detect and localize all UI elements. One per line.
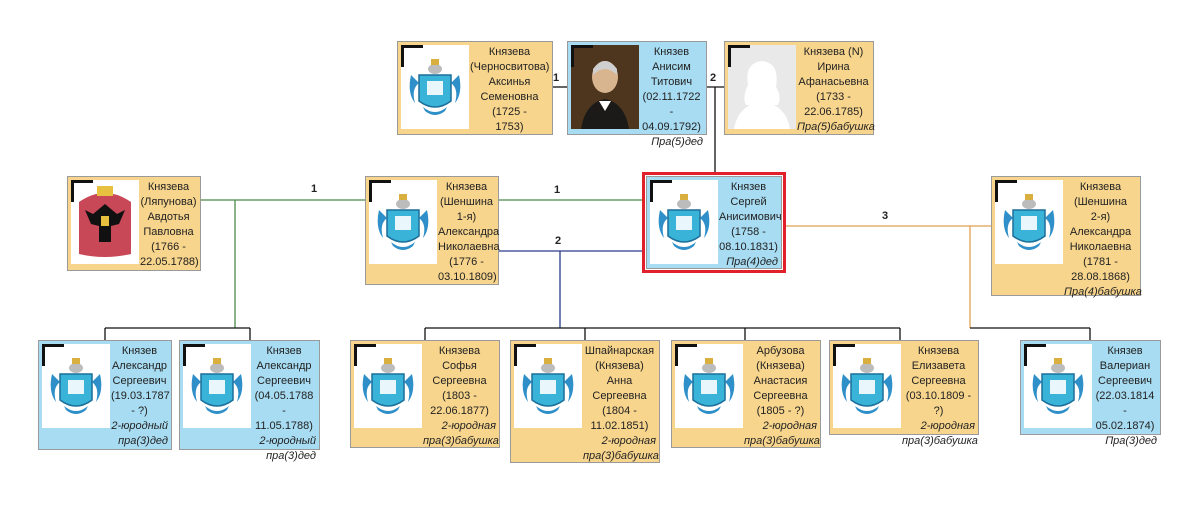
coat-of-arms-icon bbox=[650, 180, 718, 264]
person-card-avdotya[interactable]: Князева (Ляпунова) Авдотья Павловна (1766… bbox=[67, 176, 201, 271]
person-card-aksinya[interactable]: Князева (Черносвитова) Аксинья Семеновна… bbox=[397, 41, 553, 135]
person-name: Князева (Черносвитова) Аксинья Семеновна bbox=[470, 46, 550, 103]
person-name: Князева (Шеншина 1-я) Александра Николае… bbox=[438, 181, 500, 253]
person-dates: (1781 - 28.08.1868) bbox=[1071, 256, 1130, 283]
edge-label-alexandra2: 3 bbox=[882, 210, 889, 222]
person-relation: Пра(4)бабушка bbox=[1064, 286, 1142, 298]
person-text: Шпайнарская (Князева) Анна Сергеевна (180… bbox=[583, 344, 659, 462]
person-name: Князева (N) Ирина Афанасьевна bbox=[798, 46, 869, 88]
person-dates: (1758 - 08.10.1831) bbox=[719, 226, 778, 253]
person-card-anisim[interactable]: Князев Анисим Титович(02.11.1722 - 04.09… bbox=[567, 41, 707, 148]
person-text: Князева (Шеншина 1-я) Александра Николае… bbox=[438, 180, 500, 283]
person-text: Князев Валериан Сергеевич(22.03.1814 - 0… bbox=[1093, 344, 1157, 447]
person-text: Князев Сергей Анисимович (1758 - 08.10.18… bbox=[719, 180, 782, 268]
edge-label-alexandra1-bottom: 2 bbox=[555, 235, 562, 247]
person-name: Князев Александр Сергеевич bbox=[256, 345, 312, 387]
person-name: Князева Елизавета Сергеевна bbox=[911, 345, 966, 387]
person-card-anastasia[interactable]: Арбузова (Князева) Анастасия Сергеевна (1… bbox=[671, 340, 821, 448]
person-relation: 2-юродный пра(3)дед bbox=[111, 420, 168, 447]
edge-label-alexandra1-top: 1 bbox=[554, 184, 561, 196]
person-name: Князев Александр Сергеевич bbox=[111, 345, 168, 387]
coat-of-arms-icon bbox=[369, 180, 437, 264]
coat-of-arms-icon bbox=[1024, 344, 1092, 428]
edge-label-irina: 2 bbox=[710, 72, 717, 84]
person-card-elizaveta[interactable]: Князева Елизавета Сергеевна (03.10.1809 -… bbox=[829, 340, 979, 447]
person-card-alexandr2[interactable]: Князев Александр Сергеевич(04.05.1788 - … bbox=[179, 340, 320, 462]
person-name: Князев Валериан Сергеевич bbox=[1098, 345, 1152, 387]
person-name: Князева Софья Сергеевна bbox=[432, 345, 487, 387]
person-text: Князева (Черносвитова) Аксинья Семеновна… bbox=[470, 45, 550, 133]
person-dates: (1804 - 11.02.1851) bbox=[590, 405, 649, 432]
person-text: Князев Анисим Титович(02.11.1722 - 04.09… bbox=[640, 45, 703, 148]
person-dates: (1766 - 22.05.1788) bbox=[140, 241, 199, 268]
person-dates: (1725 - 1753) bbox=[492, 106, 527, 133]
person-text: Князева (N) Ирина Афанасьевна (1733 - 22.… bbox=[797, 45, 875, 133]
person-dates: (1805 - ?) bbox=[756, 405, 805, 417]
edge-label-aksinya: 1 bbox=[553, 72, 560, 84]
person-relation: 2-юродная пра(3)бабушка bbox=[744, 420, 820, 447]
person-dates: (19.03.1787 - ?) bbox=[111, 390, 170, 417]
coat-of-arms-icon bbox=[42, 344, 110, 428]
female-silhouette-icon bbox=[728, 45, 796, 129]
person-dates: (02.11.1722 - 04.09.1792) bbox=[642, 91, 701, 133]
person-text: Князева (Ляпунова) Авдотья Павловна (1766… bbox=[140, 180, 199, 268]
person-name: Князева (Ляпунова) Авдотья Павловна bbox=[140, 181, 197, 238]
person-relation: Пра(5)бабушка bbox=[797, 121, 875, 133]
person-dates: (1776 - 03.10.1809) bbox=[438, 256, 497, 283]
person-text: Князев Александр Сергеевич(04.05.1788 - … bbox=[252, 344, 316, 462]
person-relation: Пра(4)дед bbox=[726, 256, 778, 268]
person-name: Шпайнарская (Князева) Анна Сергеевна bbox=[584, 345, 655, 402]
eagle-arms-icon bbox=[71, 180, 139, 264]
coat-of-arms-icon bbox=[514, 344, 582, 428]
person-dates: (1803 - 22.06.1877) bbox=[430, 390, 489, 417]
person-card-sergey[interactable]: Князев Сергей Анисимович (1758 - 08.10.18… bbox=[642, 172, 786, 273]
person-name: Арбузова (Князева) Анастасия Сергеевна bbox=[753, 345, 808, 402]
person-card-anna[interactable]: Шпайнарская (Князева) Анна Сергеевна (180… bbox=[510, 340, 660, 463]
coat-of-arms-icon bbox=[183, 344, 251, 428]
person-relation: 2-юродный пра(3)дед bbox=[259, 435, 316, 462]
person-text: Князева Елизавета Сергеевна (03.10.1809 -… bbox=[902, 344, 978, 447]
coat-of-arms-icon bbox=[833, 344, 901, 428]
coat-of-arms-icon bbox=[995, 180, 1063, 264]
person-text: Князева Софья Сергеевна (1803 - 22.06.187… bbox=[423, 344, 499, 447]
person-name: Князев Сергей Анисимович bbox=[719, 181, 782, 223]
coat-of-arms-icon bbox=[675, 344, 743, 428]
person-name: Князев Анисим Титович bbox=[650, 46, 693, 88]
edge-label-avdotya: 1 bbox=[311, 183, 318, 195]
person-card-alexandra1[interactable]: Князева (Шеншина 1-я) Александра Николае… bbox=[365, 176, 500, 285]
person-card-sofya[interactable]: Князева Софья Сергеевна (1803 - 22.06.187… bbox=[350, 340, 500, 448]
person-relation: 2-юродная пра(3)бабушка bbox=[583, 435, 659, 462]
person-card-irina[interactable]: Князева (N) Ирина Афанасьевна (1733 - 22.… bbox=[724, 41, 875, 135]
person-card-valerian[interactable]: Князев Валериан Сергеевич(22.03.1814 - 0… bbox=[1020, 340, 1161, 447]
person-relation: 2-юродная пра(3)бабушка bbox=[902, 420, 978, 447]
person-text: Князева (Шеншина 2-я) Александра Николае… bbox=[1064, 180, 1142, 298]
person-text: Арбузова (Князева) Анастасия Сергеевна (1… bbox=[744, 344, 820, 447]
person-card-alexandra2[interactable]: Князева (Шеншина 2-я) Александра Николае… bbox=[991, 176, 1142, 298]
person-relation: Пра(5)дед bbox=[651, 136, 703, 148]
person-dates: (22.03.1814 - 05.02.1874) bbox=[1095, 390, 1155, 432]
person-relation: 2-юродная пра(3)бабушка bbox=[423, 420, 499, 447]
person-relation: Пра(3)дед bbox=[1105, 435, 1157, 447]
coat-of-arms-icon bbox=[401, 45, 469, 129]
portrait-icon bbox=[571, 45, 639, 129]
person-text: Князев Александр Сергеевич (19.03.1787 - … bbox=[111, 344, 170, 447]
person-dates: (04.05.1788 - 11.05.1788) bbox=[254, 390, 314, 432]
person-dates: (03.10.1809 - ?) bbox=[905, 390, 972, 417]
coat-of-arms-icon bbox=[354, 344, 422, 428]
person-name: Князева (Шеншина 2-я) Александра Николае… bbox=[1069, 181, 1132, 253]
person-dates: (1733 - 22.06.1785) bbox=[804, 91, 863, 118]
person-card-alexandr1[interactable]: Князев Александр Сергеевич (19.03.1787 - … bbox=[38, 340, 172, 450]
